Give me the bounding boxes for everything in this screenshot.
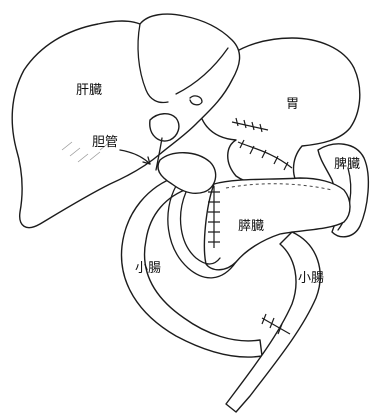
- small-intestine-left-label: 小腸: [135, 261, 161, 276]
- small-intestine-right-limb: [226, 232, 320, 412]
- small-intestine-right-label: 小腸: [298, 271, 324, 286]
- stomach-label: 胃: [286, 97, 299, 112]
- liver-label: 肝臓: [76, 83, 102, 98]
- pancreas-shape: [204, 178, 350, 270]
- pancreas-label: 膵臓: [238, 219, 264, 234]
- bile-duct-shape: [150, 114, 179, 141]
- bile-duct-label: 胆管: [92, 135, 118, 150]
- spleen-label: 脾臓: [334, 157, 360, 172]
